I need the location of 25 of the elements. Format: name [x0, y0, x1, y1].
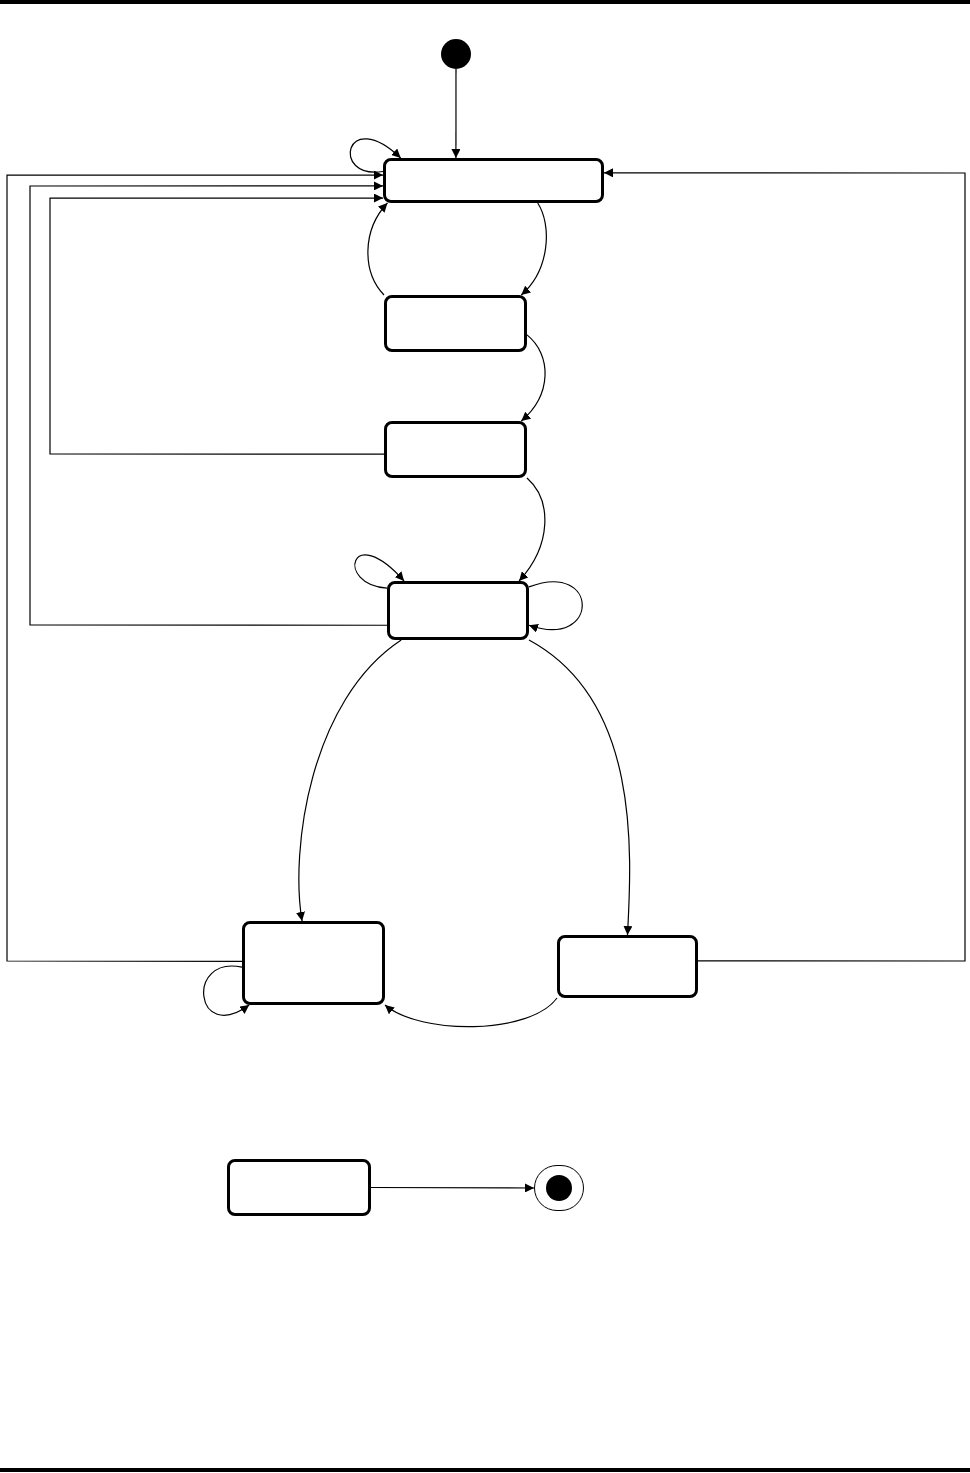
state-box — [384, 295, 527, 352]
transition-arrow — [367, 202, 389, 296]
transition-arrow — [296, 639, 402, 922]
transition-arrow — [451, 68, 461, 159]
self-loop-arrow — [349, 138, 402, 173]
transition-arrow — [6, 170, 384, 962]
transition-arrow — [518, 477, 546, 582]
self-loop-arrow — [203, 965, 250, 1016]
state-box — [384, 421, 527, 478]
transition-arrow — [49, 193, 385, 455]
transition-arrow — [370, 1183, 535, 1193]
self-loop-arrow — [528, 581, 583, 632]
transition-arrow — [520, 334, 546, 422]
transition-arrow — [528, 639, 633, 936]
transition-arrow — [384, 997, 558, 1028]
state-box — [387, 581, 529, 640]
state-box — [227, 1159, 371, 1216]
state-box — [242, 921, 385, 1005]
final-state-symbol — [534, 1165, 584, 1211]
transition-arrow — [520, 202, 547, 296]
state-box — [557, 935, 698, 998]
state-box — [383, 158, 604, 203]
transition-arrow — [29, 181, 388, 626]
self-loop-arrow — [354, 554, 405, 589]
transition-arrow — [603, 168, 966, 962]
